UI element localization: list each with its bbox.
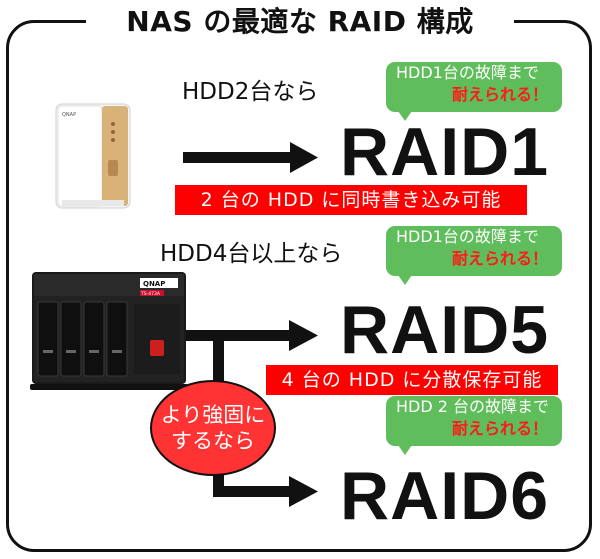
arrow-raid1	[183, 142, 318, 173]
nas-4bay-image: QNAP TS-473A	[30, 272, 188, 390]
row2-bubble-line1: HDD1台の故障まで	[396, 227, 539, 246]
row1-bubble-line1: HDD1台の故障まで	[396, 63, 539, 82]
row1-condition-label: HDD2台なら	[182, 79, 319, 105]
row2-feature-bar: 4 台の HDD に分散保存可能	[266, 365, 558, 395]
row3-tolerance-bubble: HDD 2 台の故障まで 耐えられる！	[386, 396, 562, 446]
nas-big-model-text: TS-473A	[140, 291, 161, 297]
nas-big-brand-text: QNAP	[143, 280, 165, 288]
arrow-raid5	[186, 320, 318, 351]
stronger-option-text: より強固にするなら	[160, 403, 266, 453]
row3-bubble-tail	[398, 445, 412, 455]
row2-tolerance-bubble: HDD1台の故障まで 耐えられる！	[386, 226, 562, 276]
row2-bubble-tail	[398, 275, 412, 285]
row2-bubble-line2: 耐えられる！	[451, 249, 548, 268]
raid5-label: RAID5	[340, 292, 550, 368]
row1-tolerance-bubble: HDD1台の故障まで 耐えられる！	[386, 62, 562, 112]
row2-condition-label: HDD4台以上なら	[160, 241, 343, 267]
raid1-label: RAID1	[340, 114, 550, 190]
row3-bubble-line1: HDD 2 台の故障まで	[396, 397, 550, 416]
row1-bubble-tail	[398, 111, 412, 121]
page-title: NAS の最適な RAID 構成	[86, 2, 514, 42]
nas-2bay-image: QNAP	[55, 103, 131, 209]
row1-bubble-line2: 耐えられる！	[451, 85, 548, 104]
nas-small-brand-text: QNAP	[62, 112, 76, 118]
row3-bubble-line2: 耐えられる！	[451, 419, 548, 438]
raid6-label: RAID6	[340, 458, 550, 534]
stronger-option-circle: より強固にするなら	[150, 380, 276, 476]
row1-feature-bar: 2 台の HDD に同時書き込み可能	[175, 185, 527, 215]
